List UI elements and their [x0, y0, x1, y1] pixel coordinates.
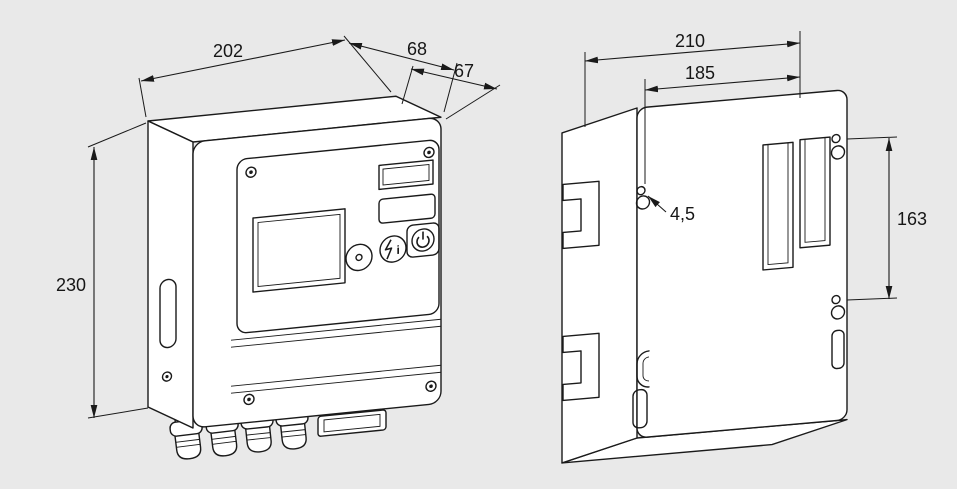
- cable-slot-bottom-right: [831, 329, 845, 370]
- dimension-label: 202: [213, 41, 243, 61]
- bolt-icon: [384, 239, 393, 260]
- dim-68: 68: [348, 39, 458, 113]
- dimension-label: 163: [897, 209, 927, 229]
- round-button: [345, 243, 373, 272]
- mounting-hook-upper: [562, 180, 600, 250]
- lcd-display: [252, 208, 346, 293]
- dim-210: 210: [584, 31, 801, 127]
- hanger-slot-left: [762, 141, 794, 271]
- housing-side-face: [147, 120, 194, 429]
- dimension-label: 4,5: [670, 204, 695, 224]
- extension-line: [87, 407, 149, 419]
- power-icon: [416, 231, 430, 248]
- seven-segment-display: [378, 159, 434, 191]
- back-view: [561, 89, 848, 464]
- dim-185: 185: [644, 63, 801, 184]
- dimension-line: [410, 68, 498, 90]
- dimension-line: [644, 74, 801, 93]
- housing-side-face: [561, 107, 638, 464]
- dimension-label: 230: [56, 275, 86, 295]
- dim-4-5: 4,5: [647, 195, 695, 224]
- panel-screw: [425, 380, 437, 392]
- panel-screw: [245, 166, 257, 178]
- mounting-hole-top-right: [830, 133, 846, 160]
- extension-line: [138, 77, 147, 118]
- terminal-cover: [317, 409, 387, 437]
- mounting-hole-bottom-right: [830, 294, 846, 320]
- leader-line: [647, 195, 667, 213]
- housing-front-face: [192, 117, 442, 428]
- power-button: [406, 222, 440, 258]
- dim-230: 230: [56, 122, 149, 419]
- label-window: [378, 193, 436, 224]
- info-glyph: i: [397, 243, 400, 257]
- side-screw: [161, 371, 173, 382]
- cable-slot-bottom-left: [632, 388, 648, 429]
- dimension-label: 68: [407, 39, 427, 59]
- reset-info-button: i: [379, 235, 407, 263]
- dot-icon: [355, 253, 363, 262]
- extension-line: [846, 136, 898, 140]
- dimension-line: [348, 42, 455, 71]
- dimension-line: [584, 40, 801, 64]
- housing-back-face: [636, 89, 848, 438]
- footer-strip: [0, 489, 957, 500]
- dimension-label: 67: [454, 61, 474, 81]
- extension-line: [87, 122, 147, 148]
- panel-screw: [423, 146, 435, 159]
- front-view: i: [147, 95, 442, 437]
- side-window: [159, 278, 177, 349]
- panel-screw: [243, 393, 255, 406]
- cover-seam-lines: [231, 318, 441, 394]
- strain-relief-hook: [636, 350, 650, 388]
- dim-202: 202: [138, 35, 392, 118]
- hanger-slot-right: [799, 136, 831, 249]
- extension-line: [445, 84, 501, 120]
- dimension-label: 185: [685, 63, 715, 83]
- dim-67: 67: [401, 61, 501, 120]
- dim-163: 163: [846, 136, 927, 301]
- dimension-label: 210: [675, 31, 705, 51]
- dimension-line: [140, 39, 346, 82]
